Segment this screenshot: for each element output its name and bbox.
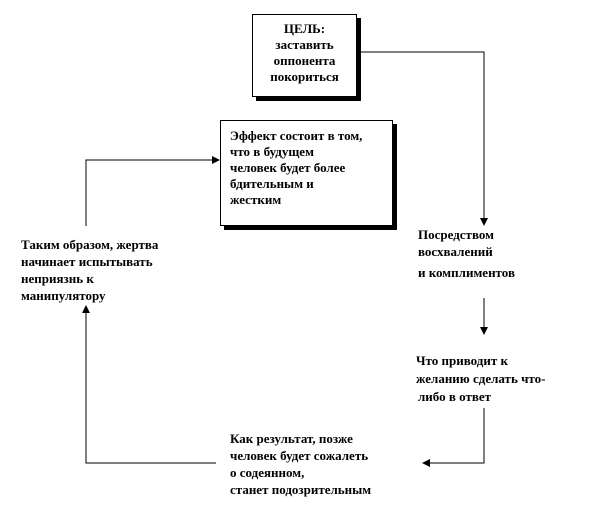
victim-text: Таким образом, жертва начинает испытыват… [21, 236, 158, 304]
effect-line: что в будущем [230, 144, 314, 159]
means-line: и комплиментов [418, 265, 515, 280]
means-line: восхвалений [418, 244, 493, 259]
effect-box: Эффект состоит в том, что в будущем чело… [220, 120, 393, 226]
victim-line: Таким образом, жертва [21, 237, 159, 252]
effect-line: жестким [230, 192, 282, 207]
desire-line: Что приводит к [416, 353, 508, 368]
desire-line: либо в ответ [418, 389, 492, 404]
goal-line: покориться [270, 69, 339, 84]
goal-line: оппонента [273, 53, 336, 68]
goal-line: ЦЕЛЬ: [283, 21, 326, 36]
result-line: станет подозрительным [230, 482, 372, 497]
victim-line: манипулятору [21, 288, 106, 303]
desire-text: Что приводит к желанию сделать что- либо… [416, 352, 545, 406]
goal-box: ЦЕЛЬ: заставить оппонента покориться [252, 14, 357, 97]
effect-line: человек будет более [230, 160, 346, 175]
means-line: Посредством [418, 227, 494, 242]
victim-line: начинает испытывать [21, 254, 153, 269]
result-line: Как результат, позже [230, 431, 353, 446]
arrow-desire-to-result [422, 408, 485, 467]
arrow-result-to-victim [82, 305, 216, 464]
arrow-goal-to-means [360, 51, 488, 226]
victim-line: неприязнь к [21, 271, 94, 286]
goal-line: заставить [275, 37, 334, 52]
effect-line: бдительным и [230, 176, 314, 191]
desire-line: желанию сделать что- [416, 371, 546, 386]
result-line: о содеянном, [230, 465, 305, 480]
result-text: Как результат, позже человек будет сожал… [230, 430, 371, 498]
result-line: человек будет сожалеть [230, 448, 369, 463]
effect-line: Эффект состоит в том, [230, 128, 363, 143]
arrow-victim-to-effect [85, 156, 220, 226]
means-text: Посредством восхвалений и комплиментов [418, 226, 515, 281]
